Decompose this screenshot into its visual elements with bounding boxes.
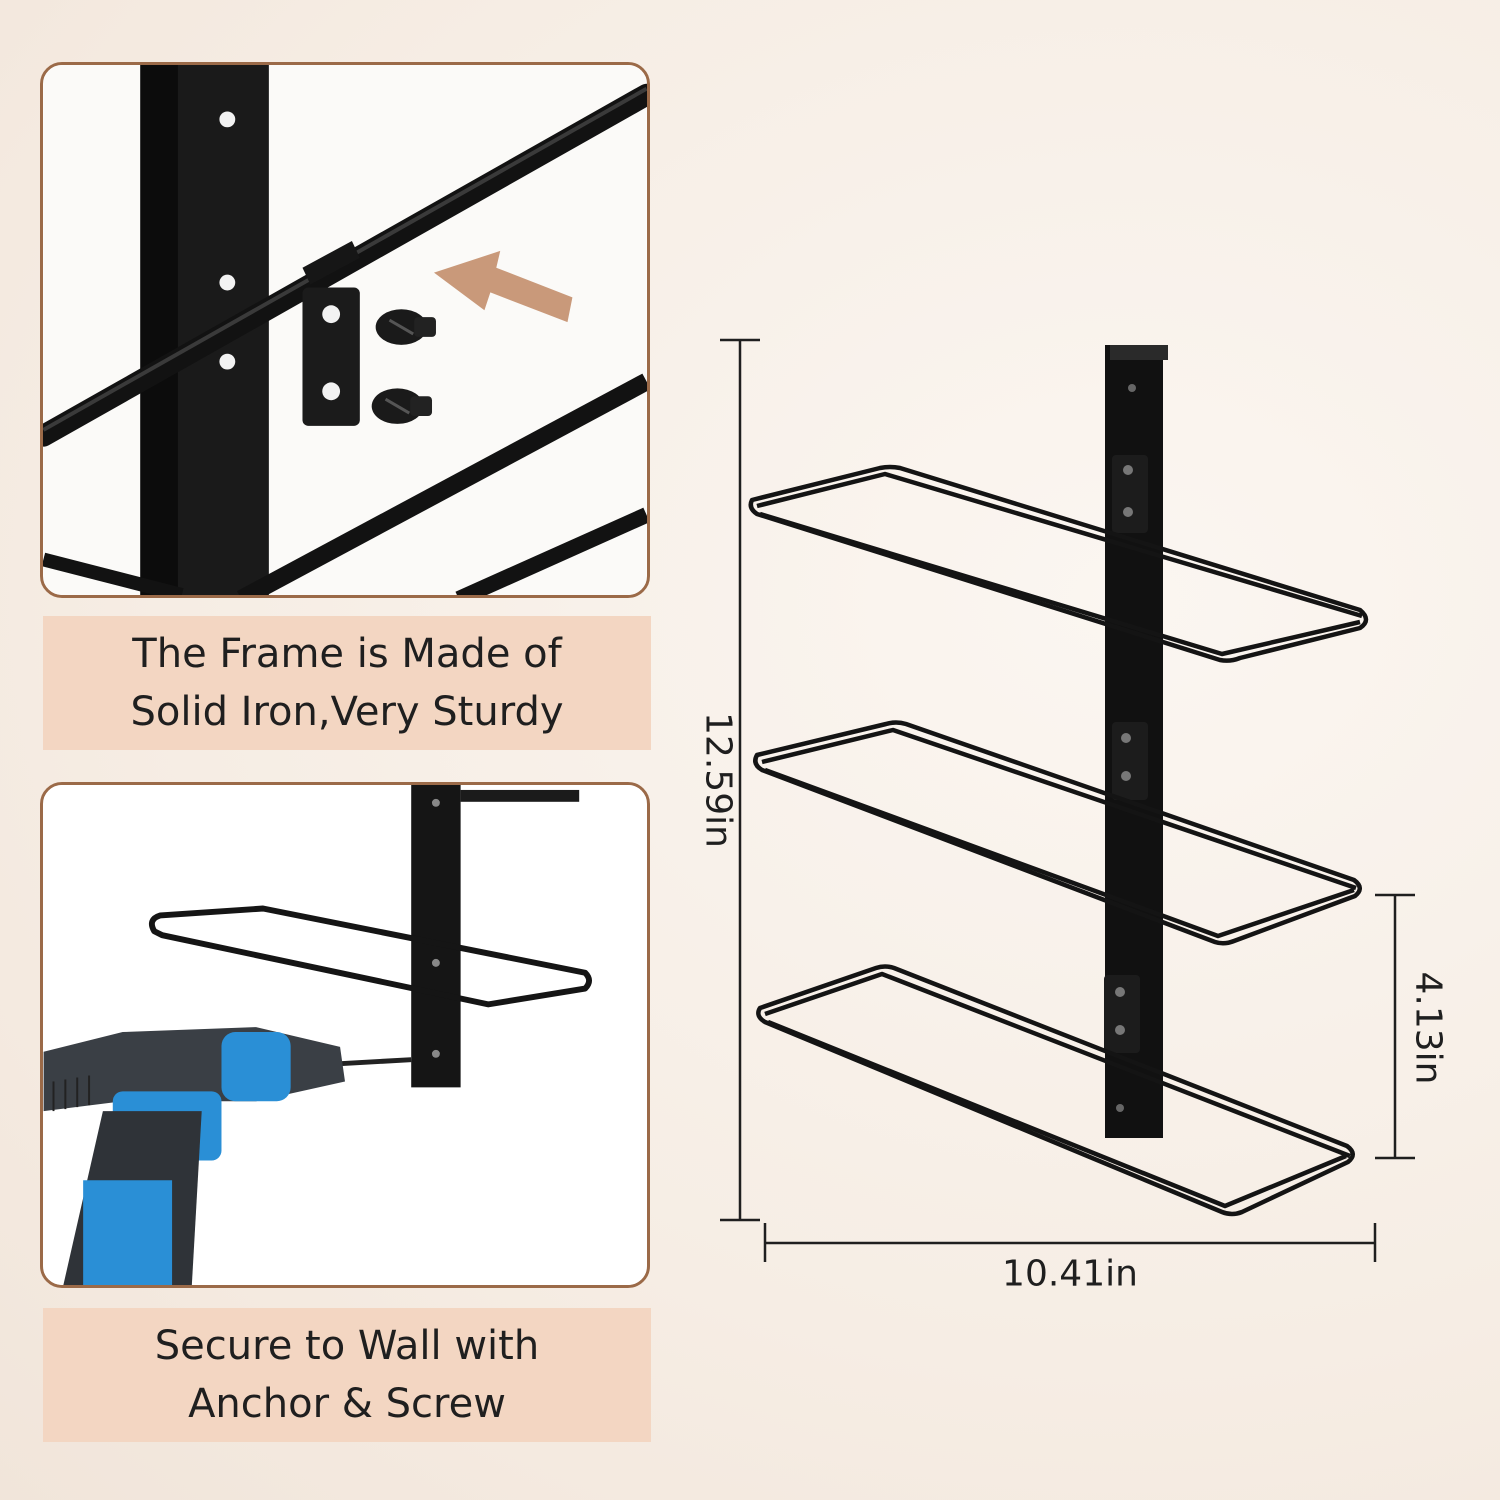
mounting-caption-line-2: Anchor & Screw <box>188 1381 506 1427</box>
depth-dimension-label: 4.13in <box>1407 971 1449 1085</box>
frame-caption: The Frame is Made of Solid Iron,Very Stu… <box>43 616 651 750</box>
drill-icon <box>43 1027 412 1285</box>
towel-rack-diagram <box>720 338 1415 1262</box>
height-dimension-label: 12.59in <box>697 712 739 848</box>
screw-icon <box>371 309 436 424</box>
towel-rack-icon <box>748 345 1369 1217</box>
frame-caption-line-2: Solid Iron,Very Sturdy <box>130 689 564 735</box>
closeup-illustration <box>43 65 647 595</box>
mounting-caption: Secure to Wall with Anchor & Screw <box>43 1308 651 1442</box>
mounting-illustration <box>43 785 647 1285</box>
frame-closeup-photo <box>40 62 650 598</box>
frame-caption-line-1: The Frame is Made of <box>132 631 562 677</box>
width-dimension-label: 10.41in <box>1002 1253 1138 1295</box>
dimension-lines <box>720 338 1415 1262</box>
mounting-photo <box>40 782 650 1288</box>
arrow-icon <box>433 250 573 323</box>
mounting-caption-line-1: Secure to Wall with <box>154 1323 540 1369</box>
